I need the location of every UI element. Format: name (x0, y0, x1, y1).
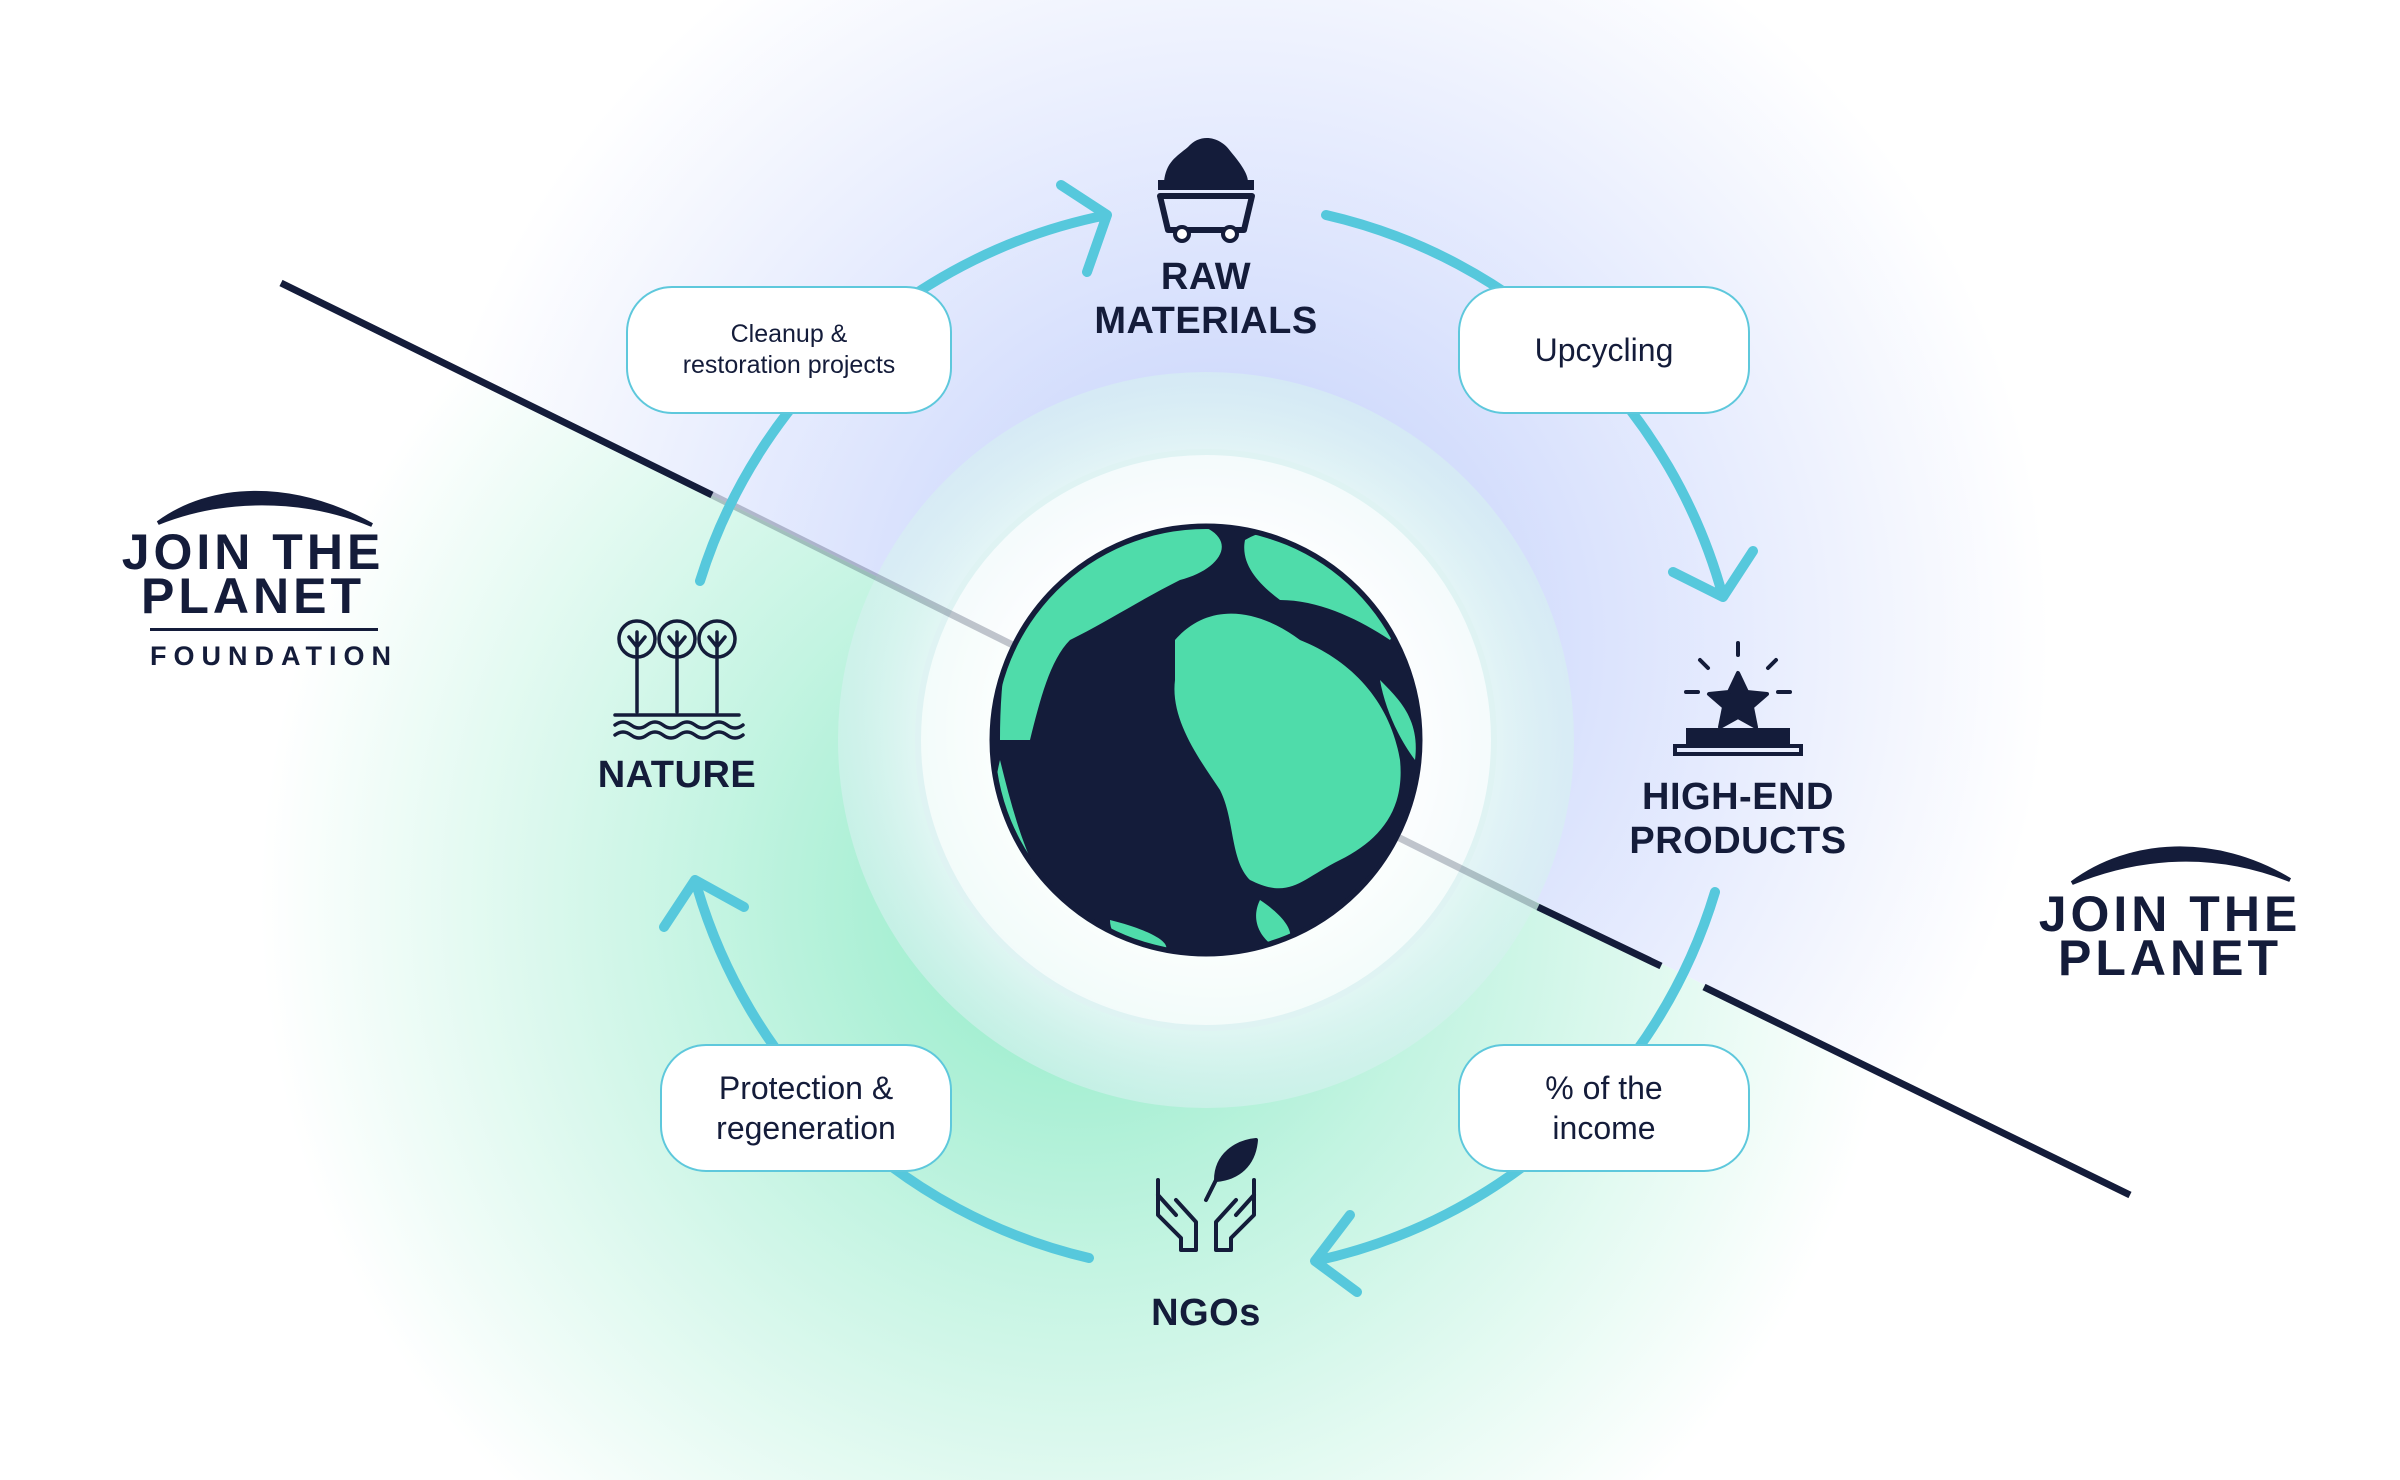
foundation-logo-swoosh (156, 490, 373, 527)
node-high-end-products: HIGH-END PRODUCTS (1629, 776, 1847, 862)
logo-line-2: PLANET (141, 568, 365, 624)
edge-label-income: % of the income (1458, 1044, 1750, 1172)
join-the-planet-logo: JOIN THE PLANET (2020, 886, 2320, 986)
logo-line-1: JOIN THE (121, 524, 385, 580)
hands-leaf-icon (1156, 1138, 1258, 1252)
node-raw-materials: RAW MATERIALS (1094, 256, 1318, 342)
brand-logo-line-2: PLANET (2058, 930, 2282, 986)
join-the-planet-foundation-logo: JOIN THE PLANET FOUNDATION (108, 524, 398, 672)
edge-label-upcycling: Upcycling (1458, 286, 1750, 414)
mining-cart-icon (1157, 137, 1255, 243)
brand-logo-line-1: JOIN THE (2038, 886, 2302, 942)
edge-label-protection: Protection & regeneration (660, 1044, 952, 1172)
star-product-icon (1673, 641, 1803, 756)
logo-line-3: FOUNDATION (150, 628, 391, 672)
divider-line (279, 279, 2132, 1199)
node-ngos: NGOs (1151, 1292, 1261, 1334)
trees-water-icon (613, 619, 745, 740)
edge-label-cleanup: Cleanup & restoration projects (626, 286, 952, 414)
brand-logo-swoosh (2070, 846, 2292, 885)
node-nature: NATURE (597, 754, 757, 796)
